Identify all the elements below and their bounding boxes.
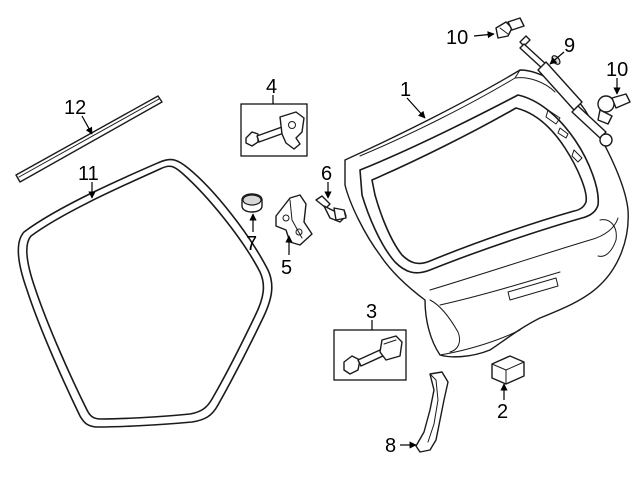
callout-4: 4 (266, 76, 277, 98)
leader-10a (473, 31, 495, 39)
part-8-trim-panel (415, 371, 449, 453)
part-1-liftgate (344, 69, 629, 358)
callout-9: 9 (564, 35, 575, 57)
part-11-weatherstrip (17, 158, 273, 428)
leader-1 (406, 97, 426, 119)
part-3-bumper-bolt-box (333, 329, 407, 381)
callout-10-top: 10 (446, 27, 468, 49)
callout-5: 5 (281, 257, 292, 279)
part-10-ball-stud-right (597, 93, 631, 125)
callout-8: 8 (385, 435, 396, 457)
callout-3: 3 (366, 301, 377, 323)
part-2-bumper-stop (491, 355, 525, 385)
leader-12 (81, 115, 93, 135)
part-5-hinge (275, 194, 313, 246)
callout-12: 12 (64, 97, 86, 119)
part-4-hinge-bolt-box (240, 103, 308, 157)
part-12-molding-strip (15, 95, 163, 183)
part-9-gas-strut (519, 35, 613, 147)
part-6-bolt (315, 195, 347, 223)
callout-6: 6 (321, 163, 332, 185)
callout-7: 7 (246, 233, 257, 255)
part-10-ball-stud-top (495, 17, 525, 39)
leader-9 (549, 51, 565, 65)
callout-1: 1 (400, 79, 411, 101)
callout-2: 2 (497, 401, 508, 423)
part-7-plug (241, 193, 263, 213)
callout-11: 11 (78, 163, 99, 185)
callout-10-right: 10 (606, 59, 628, 81)
